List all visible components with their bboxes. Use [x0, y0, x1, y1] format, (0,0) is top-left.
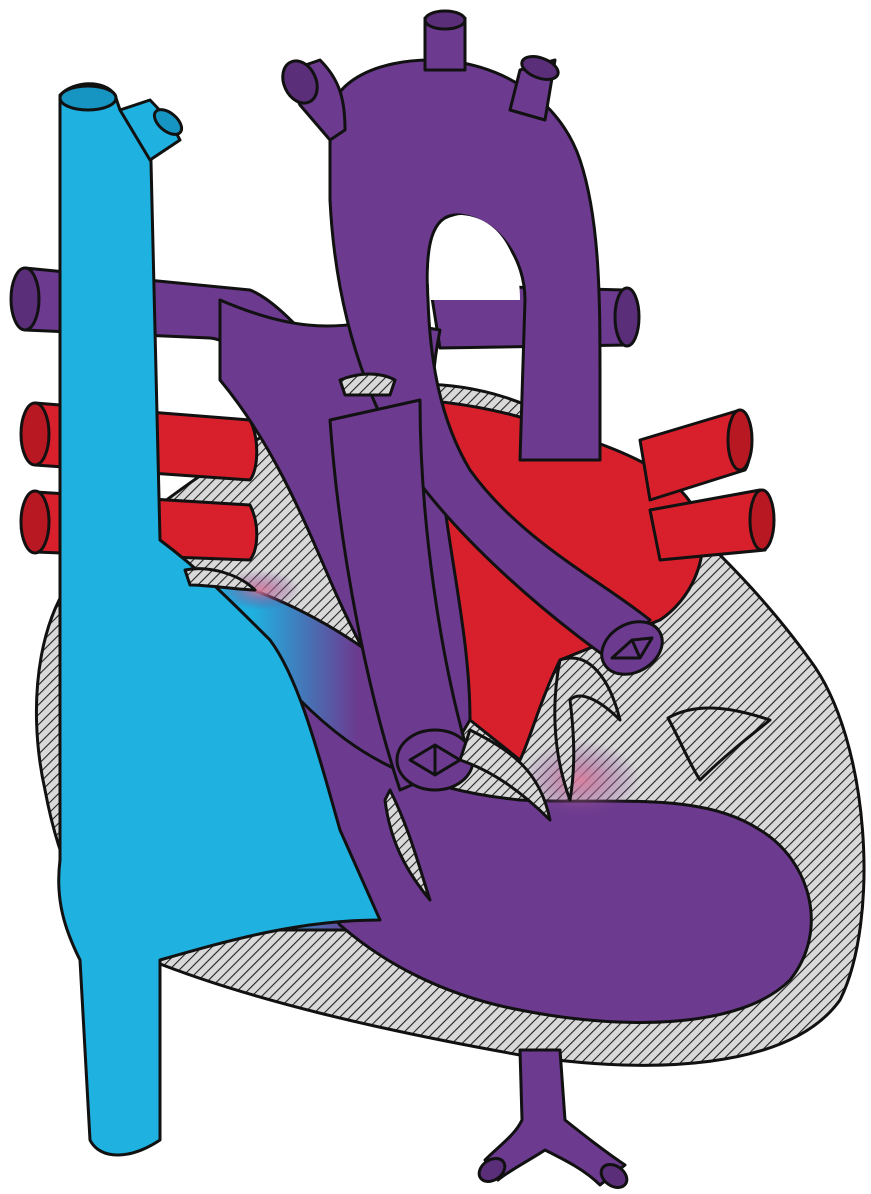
superior-vena-cava-end: [60, 86, 116, 110]
pulmonary-vein-left-lower-end: [21, 491, 49, 553]
pulmonary-vein-left-upper-end: [21, 403, 49, 465]
pulmonary-vein-right-lower-end: [750, 490, 774, 550]
atrial-septum-strip-2: [340, 374, 395, 395]
pulmonary-artery-right-branch-end: [615, 288, 639, 346]
pulmonary-artery-left-branch-end: [11, 268, 39, 330]
pulmonary-vein-right-upper-end: [728, 410, 752, 470]
head-vessel-2-end: [425, 11, 465, 29]
